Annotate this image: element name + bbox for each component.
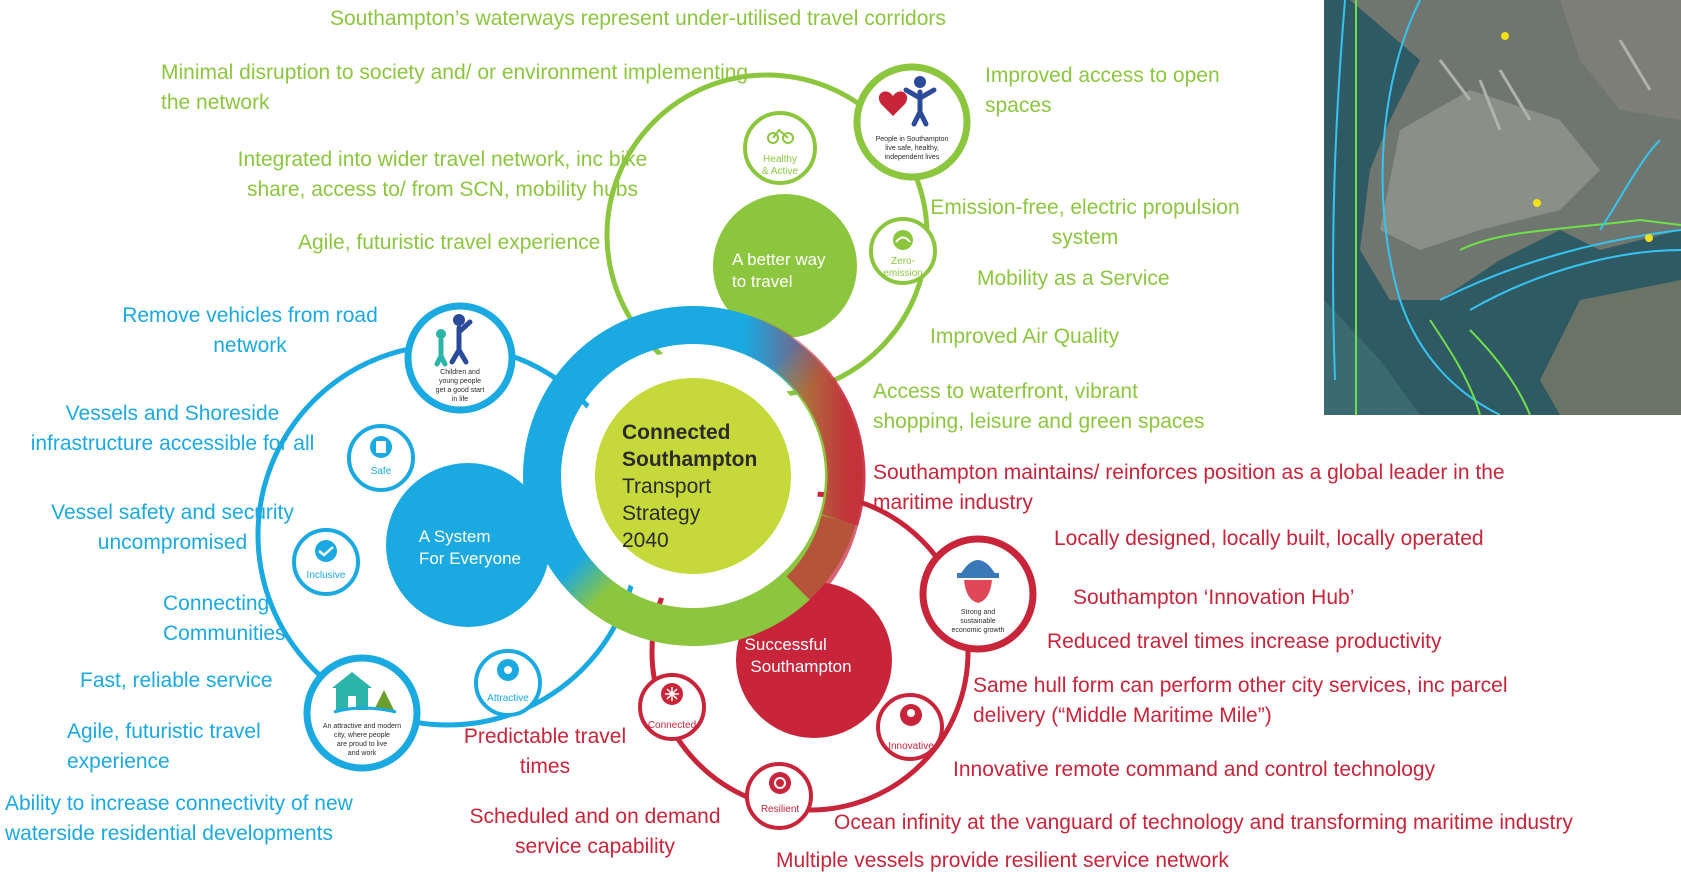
recycle-icon xyxy=(769,772,791,794)
svg-text:Innovative: Innovative xyxy=(888,741,934,752)
connected-node: Connected xyxy=(638,673,706,741)
system-label: A System For Everyone xyxy=(419,527,521,568)
label-green-maas: Mobility as a Service xyxy=(977,267,1170,290)
successful-label: Successful Southampton xyxy=(745,635,852,676)
label-red-predictable: Predictable travel times xyxy=(463,725,627,778)
label-green-open-spaces: Improved access to open spaces xyxy=(985,64,1220,117)
label-green-air-quality: Improved Air Quality xyxy=(930,325,1120,348)
svg-text:Connected: Connected xyxy=(648,720,696,731)
svg-text:Attractive: Attractive xyxy=(487,693,529,704)
label-red-global-leader: Southampton maintains/ reinforces positi… xyxy=(873,461,1505,514)
central-ring-red-accent xyxy=(737,315,866,526)
center-circle xyxy=(595,378,791,574)
label-red-remote-command: Innovative remote command and control te… xyxy=(953,758,1436,781)
resilient-node: Resilient xyxy=(745,762,813,830)
lightbulb-icon xyxy=(900,704,922,726)
label-green-integrated: Integrated into wider travel network, in… xyxy=(237,148,648,201)
label-green-waterways: Southampton’s waterways represent under-… xyxy=(330,7,946,30)
label-red-scheduled: Scheduled and on demand service capabili… xyxy=(469,805,721,858)
family-heart-icon xyxy=(878,76,937,127)
handshake-icon xyxy=(315,540,337,562)
harbour-map xyxy=(1324,0,1681,415)
label-blue-accessible: Vessels and Shoreside infrastructure acc… xyxy=(30,402,315,455)
label-red-hull-form: Same hull form can perform other city se… xyxy=(973,674,1508,727)
clipboard-icon xyxy=(370,436,392,458)
attractive-node: Attractive xyxy=(474,649,542,717)
gear-icon xyxy=(497,659,519,681)
label-green-minimal-disruption: Minimal disruption to society and/ or en… xyxy=(161,61,749,114)
innovative-node: Innovative xyxy=(876,693,944,761)
svg-text:Zero-emission: Zero-emission xyxy=(883,256,922,279)
safe-node: Safe xyxy=(347,424,415,492)
better-way-circle xyxy=(713,194,857,338)
svg-text:Resilient: Resilient xyxy=(761,804,800,815)
label-blue-vessel-safety: Vessel safety and security uncompromised xyxy=(51,501,294,554)
svg-text:Safe: Safe xyxy=(371,466,392,477)
label-blue-fast-reliable: Fast, reliable service xyxy=(80,669,273,692)
label-blue-remove-vehicles: Remove vehicles from road network xyxy=(122,304,378,357)
label-red-innovation-hub: Southampton ‘Innovation Hub’ xyxy=(1073,586,1355,609)
hardhat-icon xyxy=(957,560,999,603)
snowflake-icon xyxy=(661,683,683,705)
children-icon xyxy=(434,314,473,367)
label-red-ocean-infinity: Ocean infinity at the vanguard of techno… xyxy=(834,811,1573,834)
zero-emission-node: Zero-emission xyxy=(869,217,937,285)
label-blue-residential: Ability to increase connectivity of new … xyxy=(5,792,353,845)
label-green-emission-free: Emission-free, electric propulsion syste… xyxy=(930,196,1240,249)
label-green-agile: Agile, futuristic travel experience xyxy=(298,231,601,254)
label-red-travel-times: Reduced travel times increase productivi… xyxy=(1047,630,1442,653)
inclusive-node: Inclusive xyxy=(292,528,360,596)
svg-text:Healthy& Active: Healthy& Active xyxy=(762,154,799,177)
label-red-multiple-vessels: Multiple vessels provide resilient servi… xyxy=(776,849,1229,872)
cloud-icon xyxy=(893,230,913,250)
bike-icon xyxy=(767,128,794,144)
healthy-node: Healthy& Active xyxy=(743,111,817,185)
better-way-label: A better way to travel xyxy=(732,250,830,291)
system-circle xyxy=(386,463,550,627)
label-blue-connecting: Connecting Communities xyxy=(163,592,286,645)
label-blue-agile: Agile, futuristic travel experience xyxy=(67,720,261,773)
house-icon xyxy=(332,672,397,714)
svg-text:Inclusive: Inclusive xyxy=(307,570,346,581)
label-red-locally-designed: Locally designed, locally built, locally… xyxy=(1054,527,1484,550)
center-title: Connected Southampton Transport Strategy… xyxy=(622,421,763,552)
label-green-waterfront: Access to waterfront, vibrant shopping, … xyxy=(873,380,1205,433)
